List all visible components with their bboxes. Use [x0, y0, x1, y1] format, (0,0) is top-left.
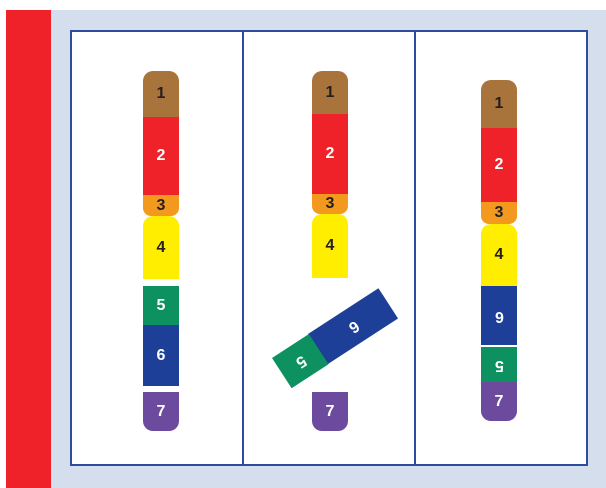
segment-7: 7 [312, 392, 348, 431]
segment-7: 7 [481, 382, 517, 421]
segment-label: 5 [495, 356, 504, 374]
segment-label: 4 [495, 246, 504, 264]
segment-label: 5 [157, 297, 166, 315]
segment-2: 2 [481, 128, 517, 202]
segment-3: 3 [143, 195, 179, 216]
segment-1: 1 [143, 71, 179, 117]
segment-3: 3 [481, 202, 517, 224]
segment-label: 5 [292, 351, 309, 371]
panel-divider [242, 30, 244, 466]
segment-2: 2 [312, 114, 348, 194]
segment-label: 3 [495, 204, 504, 222]
segment-6: 6 [143, 325, 179, 386]
segment-4: 4 [312, 214, 348, 278]
segment-label: 6 [157, 347, 166, 365]
segment-7: 7 [143, 392, 179, 431]
segment-5: 5 [481, 347, 517, 382]
segment-label: 3 [326, 195, 335, 213]
segment-label: 1 [495, 95, 504, 113]
segment-label: 6 [495, 307, 504, 325]
panel-divider [414, 30, 416, 466]
segment-label: 1 [326, 84, 335, 102]
segment-label: 2 [495, 156, 504, 174]
segment-3: 3 [312, 194, 348, 214]
segment-5: 5 [143, 286, 179, 325]
segment-4: 4 [481, 224, 517, 286]
segment-4: 4 [143, 216, 179, 279]
segment-2: 2 [143, 117, 179, 195]
segment-1: 1 [481, 80, 517, 128]
segment-label: 4 [157, 239, 166, 257]
segment-1: 1 [312, 71, 348, 114]
segment-label: 7 [326, 403, 335, 421]
segment-label: 2 [326, 145, 335, 163]
segment-label: 2 [157, 147, 166, 165]
segment-label: 4 [326, 237, 335, 255]
segment-label: 7 [495, 393, 504, 411]
segment-6: 6 [481, 286, 517, 345]
side-bar [6, 10, 51, 488]
segment-label: 7 [157, 403, 166, 421]
segment-label: 1 [157, 85, 166, 103]
segment-label: 3 [157, 197, 166, 215]
segment-label: 6 [344, 316, 361, 336]
